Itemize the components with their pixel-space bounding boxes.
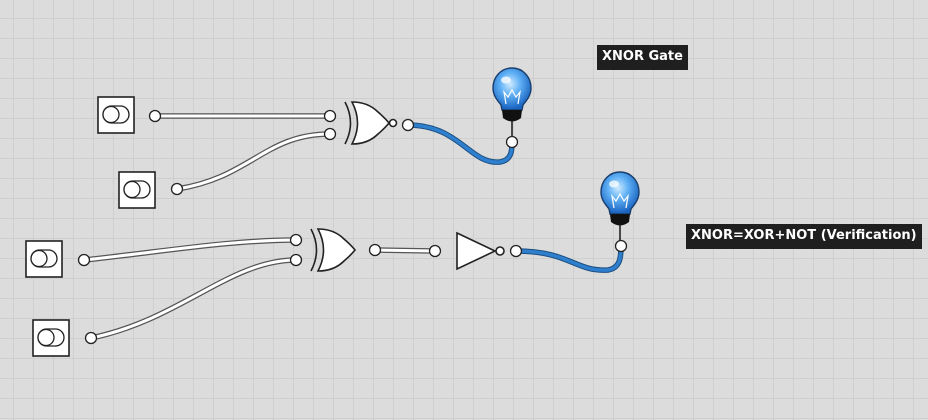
wire-b1-to-xnor[interactable] bbox=[174, 131, 333, 192]
output-pin[interactable] bbox=[170, 182, 184, 196]
input-pin[interactable] bbox=[614, 239, 628, 253]
input-pin[interactable] bbox=[323, 127, 337, 141]
output-pin[interactable] bbox=[84, 331, 98, 345]
xnor-gate[interactable] bbox=[344, 101, 398, 145]
input-pin[interactable] bbox=[505, 135, 519, 149]
output-pin[interactable] bbox=[148, 109, 162, 123]
input-pin[interactable] bbox=[428, 244, 442, 258]
light-bulb-icon[interactable] bbox=[600, 171, 640, 242]
verification-label[interactable]: XNOR=XOR+NOT (Verification) bbox=[686, 224, 922, 249]
output-pin[interactable] bbox=[509, 244, 523, 258]
input-pin[interactable] bbox=[323, 109, 337, 123]
light-bulb-icon[interactable] bbox=[492, 67, 532, 138]
toggle-switch[interactable] bbox=[32, 319, 70, 357]
input-pin[interactable] bbox=[289, 233, 303, 247]
output-pin[interactable] bbox=[401, 118, 415, 132]
wire-xnor-to-bulb1[interactable] bbox=[405, 122, 515, 165]
input-pin[interactable] bbox=[289, 253, 303, 267]
wire-a2-to-xor[interactable] bbox=[81, 237, 299, 263]
xor-gate[interactable] bbox=[310, 228, 357, 272]
toggle-switch[interactable] bbox=[97, 96, 135, 134]
xnor-gate-label[interactable]: XNOR Gate bbox=[597, 45, 688, 70]
toggle-switch[interactable] bbox=[25, 240, 63, 278]
not-gate[interactable] bbox=[456, 231, 505, 271]
wire-xor-to-not[interactable] bbox=[372, 247, 438, 254]
output-pin[interactable] bbox=[368, 243, 382, 257]
output-pin[interactable] bbox=[77, 253, 91, 267]
toggle-switch[interactable] bbox=[118, 171, 156, 209]
wire-not-to-bulb2[interactable] bbox=[513, 243, 624, 273]
wire-b2-to-xor[interactable] bbox=[88, 257, 299, 341]
